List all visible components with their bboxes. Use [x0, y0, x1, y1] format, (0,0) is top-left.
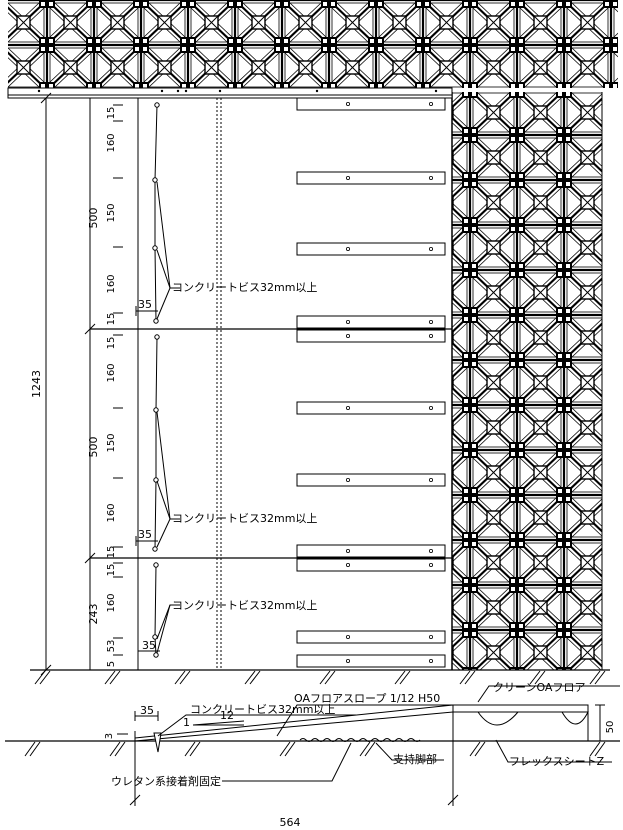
support-leg-strips [296, 97, 446, 668]
screw-note-2: コンクリートビス32mm以上 [172, 512, 317, 525]
section-ground-hatching [24, 741, 606, 757]
edge-offset-section: 35 [140, 704, 154, 717]
section-leaders [157, 685, 620, 782]
adhesive-wave [299, 738, 421, 742]
section-screw-note: コンクリートビス32mm以上 [190, 703, 335, 716]
slope-ratio-symbol [192, 720, 245, 726]
section-support-label: 支持脚部 [393, 752, 437, 766]
edge-offset-dimensions [135, 306, 160, 656]
screw-note-3: コンクリートビス32mm以上 [172, 599, 317, 612]
edge-offset-3: 35 [142, 639, 156, 652]
panel-2-tick-1: 15 [106, 337, 117, 350]
overall-dimension-label: 1243 [30, 370, 43, 398]
panel-1-tick-2: 160 [106, 133, 117, 152]
plan-ground-hatching [34, 670, 606, 685]
section-vertical-references [129, 741, 459, 806]
screw-note-leaders [156, 181, 180, 654]
panel-1-tick-4: 160 [106, 274, 117, 293]
panel-1-dimension: 500 [87, 208, 100, 229]
screw-note-1: コンクリートビス32mm以上 [172, 281, 317, 294]
panel-2-tick-2: 160 [106, 363, 117, 382]
floor-height-dim [595, 704, 605, 742]
panel-3-tick-2: 160 [106, 593, 117, 612]
screw-anchor [153, 732, 162, 753]
section-slope-label: OAフロアスロープ 1/12 H50 [294, 692, 440, 705]
access-floor-right-field [452, 92, 602, 670]
panel-1-tick-5: 15 [106, 313, 117, 326]
slope-edge-band [7, 87, 453, 99]
fine-tick-marks [113, 104, 123, 656]
panel-3-tick-1: 15 [106, 564, 117, 577]
plan-view: 1243 500 500 243 15 160 150 160 15 15 16… [7, 0, 618, 685]
section-sheet-label: フレックスシートZ [509, 755, 605, 768]
panel-1-tick-3: 150 [106, 203, 117, 222]
panel-2-tick-4: 160 [106, 503, 117, 522]
edge-offset-2: 35 [138, 528, 152, 541]
screw-points [152, 102, 160, 658]
panel-3-tick-3: 53 [106, 640, 117, 653]
panel-2-dimension: 500 [87, 437, 100, 458]
edge-offset-section-dim [134, 711, 159, 721]
panel-3-dimension: 243 [87, 604, 100, 625]
screw-layout-lines [154, 104, 158, 656]
panel-2-tick-3: 150 [106, 433, 117, 452]
access-floor-top-band [8, 0, 618, 88]
panel-dimension-line [84, 98, 96, 670]
floor-height-label: 50 [605, 721, 616, 734]
oa-floor-section [452, 704, 589, 742]
panel-3-tick-4: 5 [106, 661, 117, 667]
section-length-label: 564 [280, 816, 301, 829]
slope-ratio-one: 1 [183, 716, 190, 729]
support-leg-holes [345, 102, 433, 664]
edge-offset-1: 35 [138, 298, 152, 311]
section-floor-label: クリーンOAフロア [493, 681, 585, 694]
edge-band-screws [37, 89, 438, 93]
base-height-label: 3 [104, 733, 115, 739]
section-adhesive-label: ウレタン系接着剤固定 [111, 774, 221, 788]
section-view: 564 35 3 50 1 12 コンクリートビス32m [5, 681, 620, 829]
panel-2-tick-5: 15 [106, 546, 117, 559]
panel-1-tick-1: 15 [106, 107, 117, 120]
